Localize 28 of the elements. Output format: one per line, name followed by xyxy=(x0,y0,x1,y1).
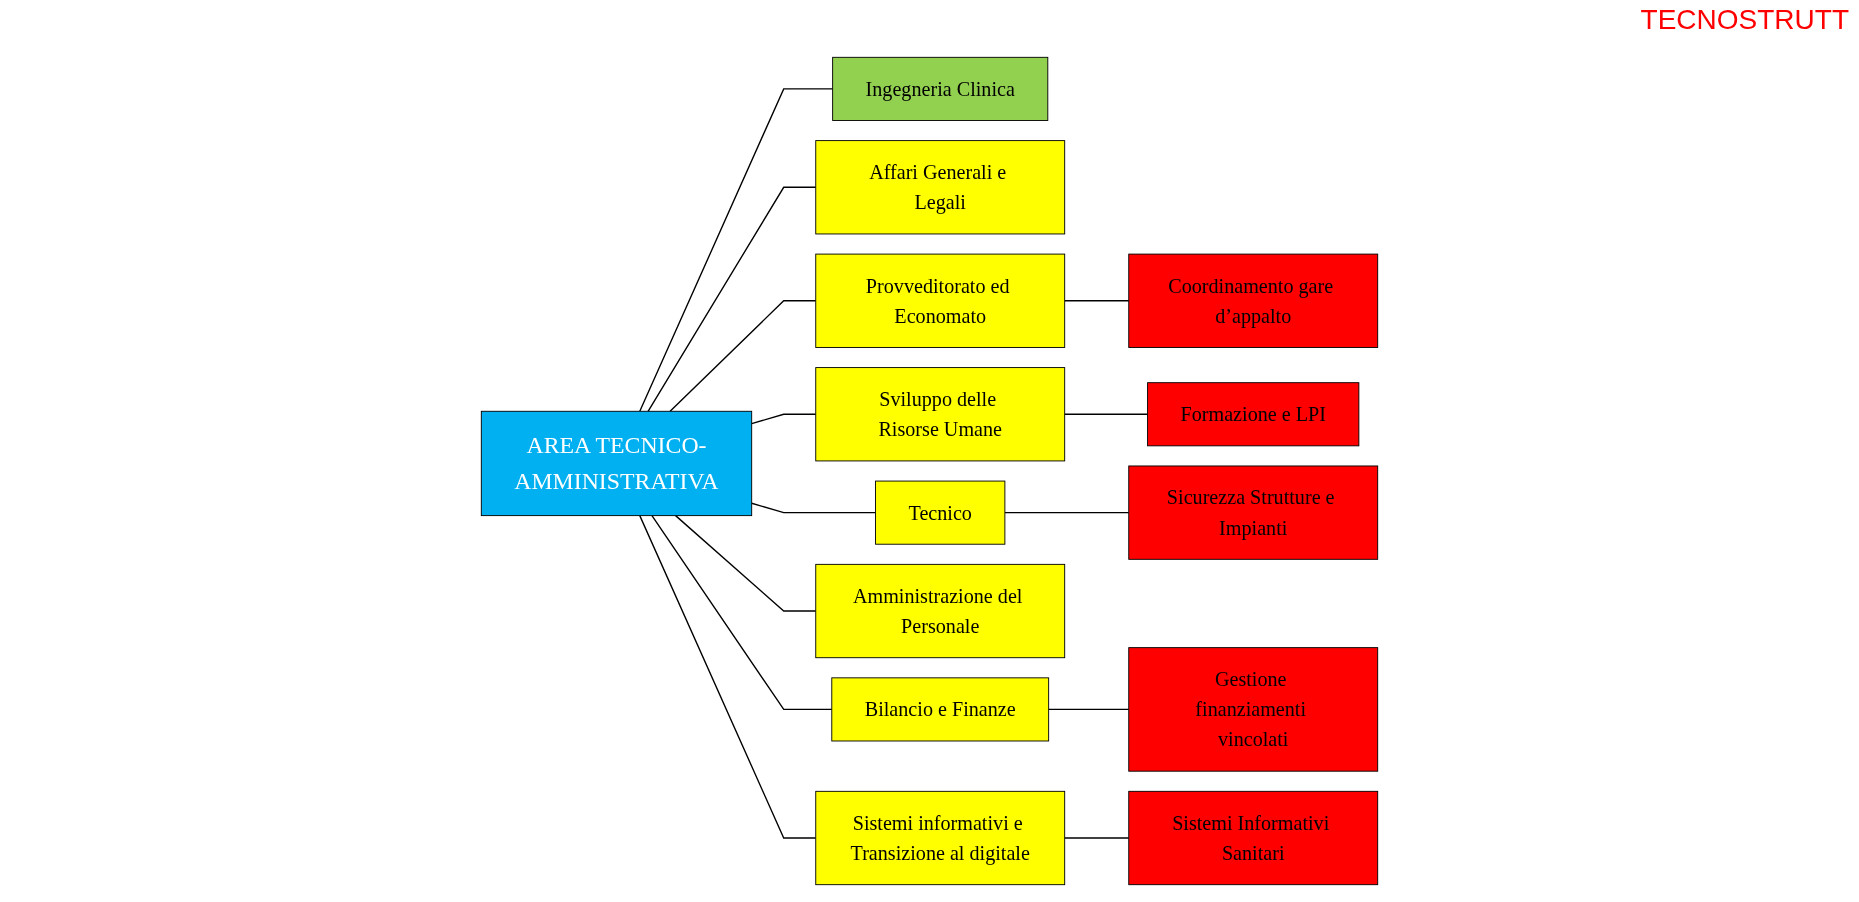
node-box: Affari Generali e Legali xyxy=(815,140,1066,235)
connector xyxy=(1064,413,1149,415)
connector xyxy=(647,186,817,412)
node-box: Sviluppo delle Risorse Umane xyxy=(815,367,1066,462)
node-box: Ingegneria Clinica xyxy=(832,56,1049,121)
node-box: Coordinamento gare d’appalto xyxy=(1128,253,1379,348)
connector xyxy=(639,88,834,412)
connector xyxy=(669,300,817,412)
header-note: TECNOSTRUTT xyxy=(1640,4,1849,36)
node-box: Sistemi informativi e Transizione al digitale xyxy=(815,790,1066,886)
connector xyxy=(674,514,817,612)
node-box: Tecnico xyxy=(875,480,1006,545)
connector xyxy=(751,502,877,514)
connector xyxy=(1047,708,1130,711)
connector xyxy=(1064,300,1130,302)
node-box: Provveditorato ed Economato xyxy=(815,253,1066,348)
node-box: Gestione finanziamenti vincolati xyxy=(1128,647,1379,772)
node-box: Bilancio e Finanze xyxy=(831,677,1050,742)
connector xyxy=(1064,837,1130,839)
node-box: Sicurezza Strutture e Impianti xyxy=(1128,465,1379,560)
connector xyxy=(751,413,817,425)
node-box: Sistemi Informativi Sanitari xyxy=(1128,790,1379,886)
connector xyxy=(639,514,817,839)
connector xyxy=(651,514,833,711)
node-box: Formazione e LPI xyxy=(1147,382,1360,447)
connector xyxy=(1004,511,1130,514)
node-box: AREA TECNICO-AMMINISTRATIVA xyxy=(480,410,753,517)
node-box: Amministrazione del Personale xyxy=(815,563,1066,659)
